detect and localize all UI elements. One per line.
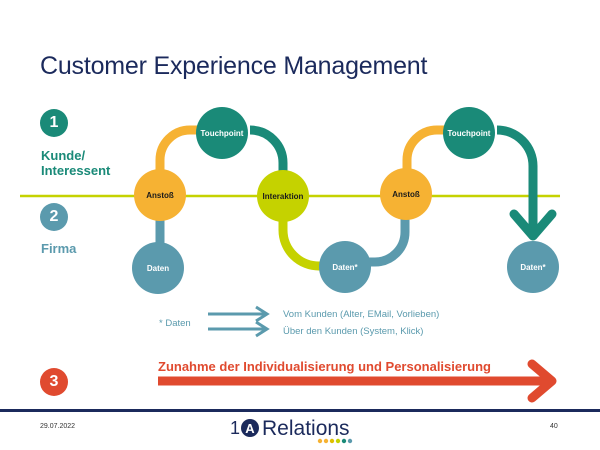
banner-badge: 3: [40, 368, 68, 396]
connector-touchpoint2-daten3: [496, 125, 538, 236]
node-interaktion-label: Interaktion: [263, 192, 304, 201]
node-anstoss-2: Anstoß: [380, 168, 432, 220]
lane-1-badge: 1: [40, 109, 68, 137]
node-daten-1-label: Daten: [147, 264, 169, 273]
node-daten-2: Daten*: [319, 241, 371, 293]
logo-one: 1: [230, 418, 240, 438]
legend-item-2: Über den Kunden (System, Klick): [283, 326, 424, 337]
node-touchpoint-2: Touchpoint: [443, 107, 495, 159]
legend-item-1: Vom Kunden (Alter, EMail, Vorlieben): [283, 309, 440, 320]
connector-interaktion-daten2: [278, 212, 330, 271]
legend-arrow-2-icon: [208, 320, 270, 338]
legend-label: * Daten: [159, 318, 191, 329]
journey-diagram: Anstoß Touchpoint Interaktion Daten Date…: [20, 107, 560, 403]
logo-text: Relations: [262, 417, 350, 440]
lane-2-label: Firma: [41, 241, 77, 256]
logo-a: A: [245, 421, 255, 436]
lane-1-label-line2: Interessent: [41, 163, 111, 178]
logo-graphic: 1 A Relations: [230, 417, 353, 444]
page-title: Customer Experience Management: [40, 52, 428, 80]
node-daten-3-label: Daten*: [520, 263, 546, 272]
logo-a-circle-icon: [241, 419, 259, 437]
connector-anstoss1-touchpoint1: [155, 125, 215, 180]
node-anstoss-1: Anstoß: [134, 169, 186, 221]
node-interaktion: Interaktion: [257, 170, 309, 222]
footer-date: 29.07.2022: [40, 423, 76, 430]
connector-touchpoint1-interaktion: [249, 125, 288, 180]
node-daten-1: Daten: [132, 242, 184, 294]
node-touchpoint-1: Touchpoint: [196, 107, 248, 159]
connector-anstoss2-touchpoint2: [402, 125, 460, 180]
lane-2-badge: 2: [40, 203, 68, 231]
banner-text: Zunahme der Individualisierung und Perso…: [158, 359, 491, 374]
connector-daten2-anstoss2: [360, 212, 410, 267]
footer-divider: [0, 409, 600, 412]
company-logo: 1 A Relations: [228, 413, 368, 450]
legend-arrow-1-icon: [208, 305, 270, 323]
banner-arrow-head-icon: [527, 359, 557, 403]
lane-1-label: Kunde/ Interessent: [41, 148, 110, 178]
arrow-head-icon: [509, 209, 557, 241]
node-touchpoint-1-label: Touchpoint: [201, 129, 244, 138]
node-anstoss-2-label: Anstoß: [392, 190, 420, 199]
footer-page-number: 40: [550, 423, 558, 430]
node-touchpoint-2-label: Touchpoint: [448, 129, 491, 138]
lane-1-label-line1: Kunde/: [41, 148, 86, 163]
node-daten-2-label: Daten*: [332, 263, 358, 272]
node-daten-3: Daten*: [507, 241, 559, 293]
node-anstoss-1-label: Anstoß: [146, 191, 174, 200]
